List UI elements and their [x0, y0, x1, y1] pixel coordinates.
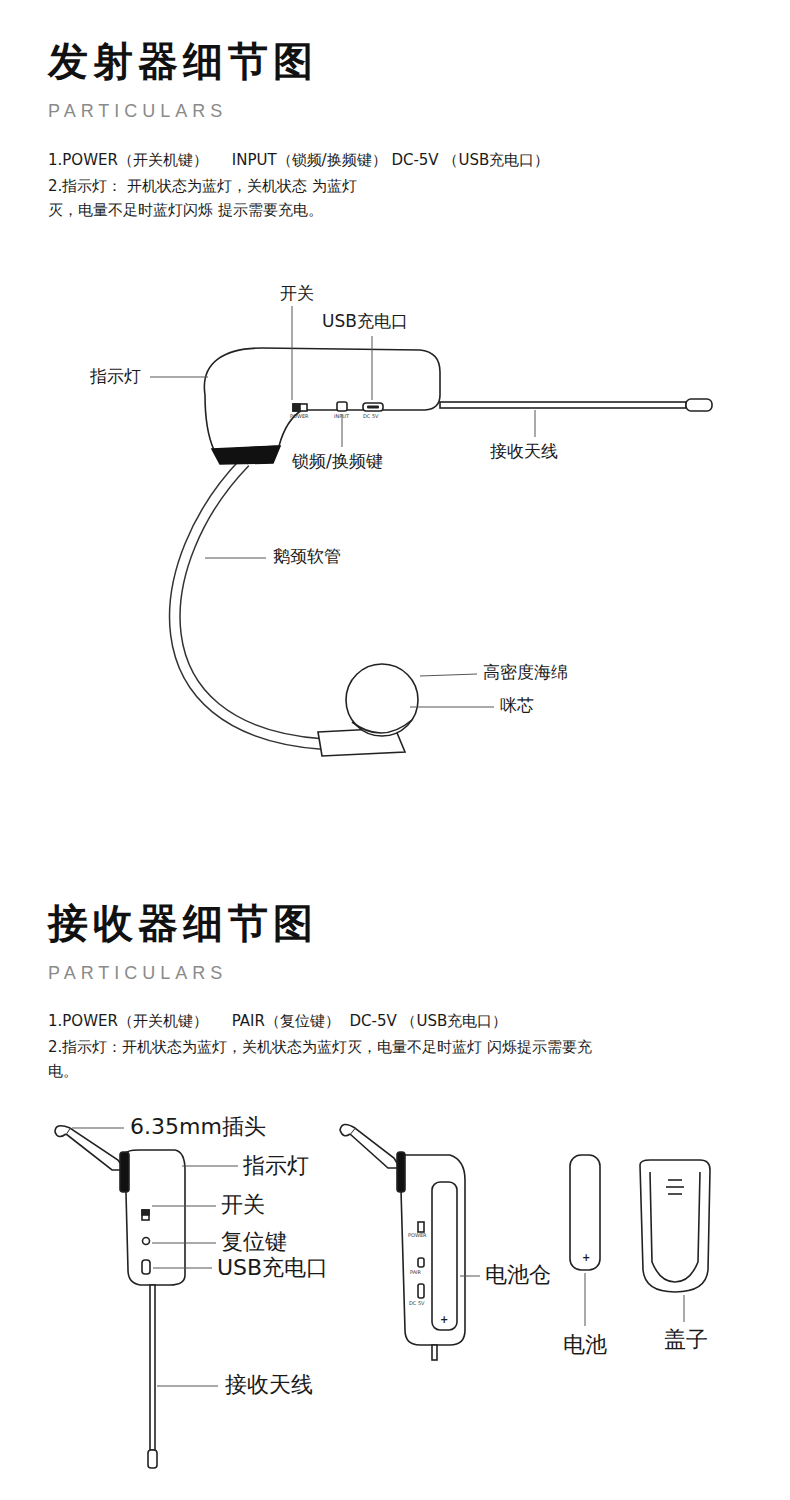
spec-line: 1.POWER（开关机键） INPUT（锁频/换频键） DC-5V （USB充电…: [48, 148, 549, 172]
polarity-mark: +: [582, 1252, 590, 1265]
part-label: 高密度海绵: [483, 662, 568, 683]
part-label: USB充电口: [322, 311, 408, 332]
part-label: 接收天线: [490, 441, 558, 462]
spec-line: 2.指示灯： 开机状态为蓝灯，关机状态 为蓝灯灭，电量不足时蓝灯闪烁 提示需要充…: [48, 174, 378, 222]
part-label: 鹅颈软管: [273, 546, 341, 567]
part-label: 指示灯: [90, 366, 141, 387]
part-label: 电池: [563, 1331, 607, 1359]
part-label: 咪芯: [500, 695, 534, 716]
part-label: 接收天线: [225, 1371, 313, 1399]
device-mark: POWER: [290, 413, 309, 419]
part-label: 指示灯: [243, 1152, 309, 1180]
spec-line: 1.POWER（开关机键） PAIR（复位键） DC-5V （USB充电口）: [48, 1009, 507, 1033]
device-mark: DC 5V: [409, 1300, 425, 1306]
part-label: 6.35mm插头: [130, 1113, 266, 1141]
device-mark: DC 5V: [363, 413, 379, 419]
subheading: PARTICULARS: [48, 100, 227, 123]
device-mark: POWER: [408, 1232, 427, 1238]
part-label: 复位键: [221, 1228, 287, 1256]
part-label: 盖子: [664, 1326, 708, 1354]
heading: 接收器细节图: [48, 898, 318, 948]
part-label: 锁频/换频键: [292, 451, 383, 472]
part-label: USB充电口: [217, 1254, 328, 1282]
part-label: 开关: [280, 283, 314, 304]
device-mark: PAIR: [410, 1269, 421, 1275]
spec-line: 2.指示灯：开机状态为蓝灯，关机状态为蓝灯灭，电量不足时蓝灯 闪烁提示需要充电。: [48, 1035, 608, 1083]
polarity-mark: +: [440, 1314, 448, 1327]
part-label: 电池仓: [485, 1261, 551, 1289]
subheading: PARTICULARS: [48, 962, 227, 985]
device-mark: INPUT: [334, 413, 349, 419]
heading: 发射器细节图: [48, 36, 318, 86]
part-label: 开关: [221, 1191, 265, 1219]
